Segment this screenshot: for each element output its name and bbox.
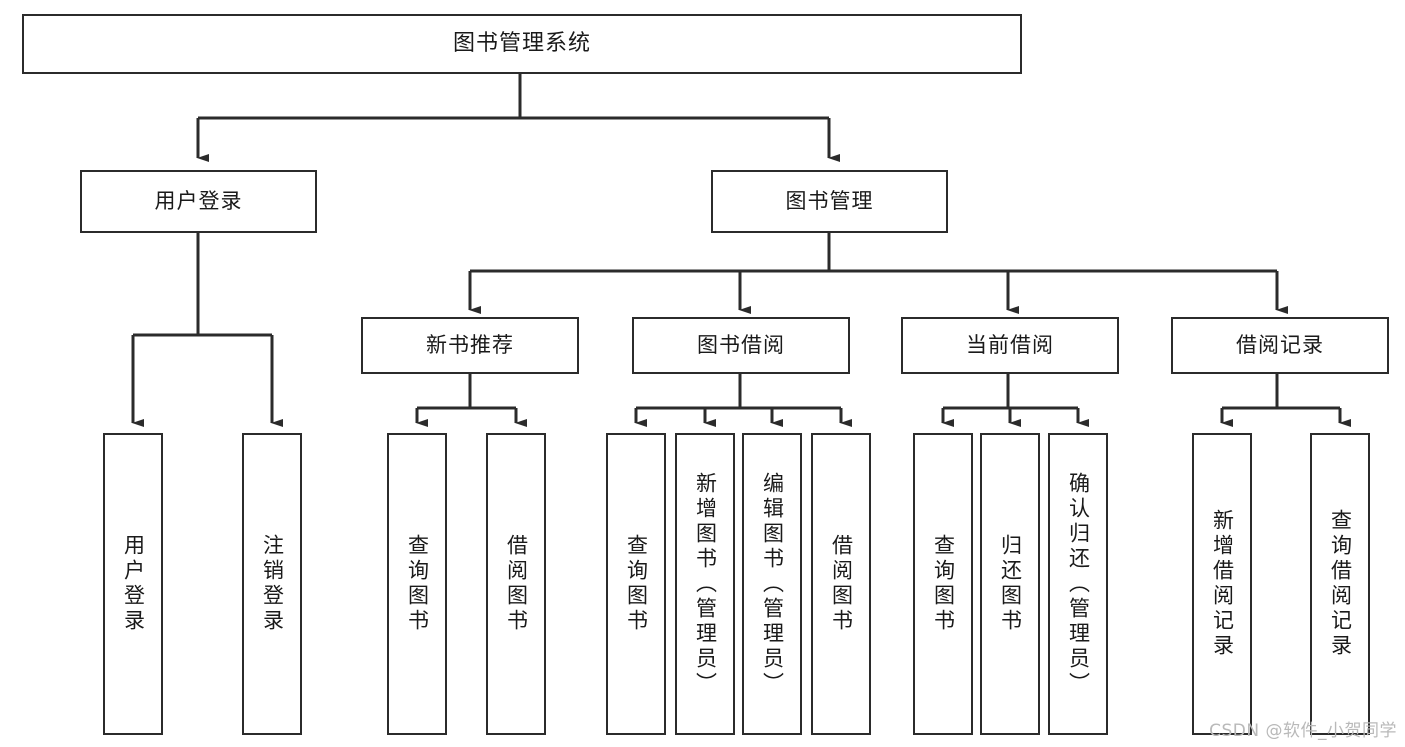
node-new-book-recommend[interactable]: 新书推荐	[361, 317, 579, 374]
node-leaf-query-book-2-label: 查询图书	[624, 534, 649, 634]
node-current-borrow-label: 当前借阅	[966, 332, 1054, 357]
node-leaf-query-book-1-label: 查询图书	[405, 534, 430, 634]
node-current-borrow[interactable]: 当前借阅	[901, 317, 1119, 374]
node-leaf-query-book-2[interactable]: 查询图书	[606, 433, 666, 735]
node-leaf-query-record[interactable]: 查询借阅记录	[1310, 433, 1370, 735]
node-borrow-record[interactable]: 借阅记录	[1171, 317, 1389, 374]
csdn-watermark: CSDN @软件_小贺同学	[1209, 721, 1397, 741]
node-leaf-add-record[interactable]: 新增借阅记录	[1192, 433, 1252, 735]
node-leaf-borrow-book-1-label: 借阅图书	[504, 534, 529, 634]
node-leaf-logout-login[interactable]: 注销登录	[242, 433, 302, 735]
node-leaf-add-book-label: 新增图书（管理员）	[693, 471, 718, 697]
node-leaf-confirm-return[interactable]: 确认归还（管理员）	[1048, 433, 1108, 735]
node-leaf-query-book-1[interactable]: 查询图书	[387, 433, 447, 735]
node-leaf-borrow-book-2-label: 借阅图书	[829, 534, 854, 634]
node-leaf-borrow-book-1[interactable]: 借阅图书	[486, 433, 546, 735]
node-leaf-logout-login-label: 注销登录	[260, 534, 285, 634]
node-book-manage-label: 图书管理	[785, 188, 874, 213]
node-leaf-edit-book-label: 编辑图书（管理员）	[760, 471, 785, 697]
node-leaf-add-book[interactable]: 新增图书（管理员）	[675, 433, 735, 735]
node-leaf-query-book-3-label: 查询图书	[931, 534, 956, 634]
node-leaf-user-login-label: 用户登录	[121, 534, 146, 634]
node-leaf-return-book[interactable]: 归还图书	[980, 433, 1040, 735]
node-user-login[interactable]: 用户登录	[80, 170, 317, 233]
node-book-manage[interactable]: 图书管理	[711, 170, 948, 233]
node-new-book-recommend-label: 新书推荐	[426, 332, 514, 357]
node-root[interactable]: 图书管理系统	[22, 14, 1022, 74]
node-user-login-label: 用户登录	[154, 188, 243, 213]
node-leaf-user-login[interactable]: 用户登录	[103, 433, 163, 735]
node-leaf-confirm-return-label: 确认归还（管理员）	[1066, 471, 1091, 697]
node-book-borrow-label: 图书借阅	[697, 332, 785, 357]
node-borrow-record-label: 借阅记录	[1236, 332, 1324, 357]
node-leaf-add-record-label: 新增借阅记录	[1210, 509, 1235, 659]
node-root-label: 图书管理系统	[452, 30, 591, 56]
node-leaf-edit-book[interactable]: 编辑图书（管理员）	[742, 433, 802, 735]
node-leaf-borrow-book-2[interactable]: 借阅图书	[811, 433, 871, 735]
node-book-borrow[interactable]: 图书借阅	[632, 317, 850, 374]
node-leaf-return-book-label: 归还图书	[998, 534, 1023, 634]
node-leaf-query-record-label: 查询借阅记录	[1328, 509, 1353, 659]
node-leaf-query-book-3[interactable]: 查询图书	[913, 433, 973, 735]
